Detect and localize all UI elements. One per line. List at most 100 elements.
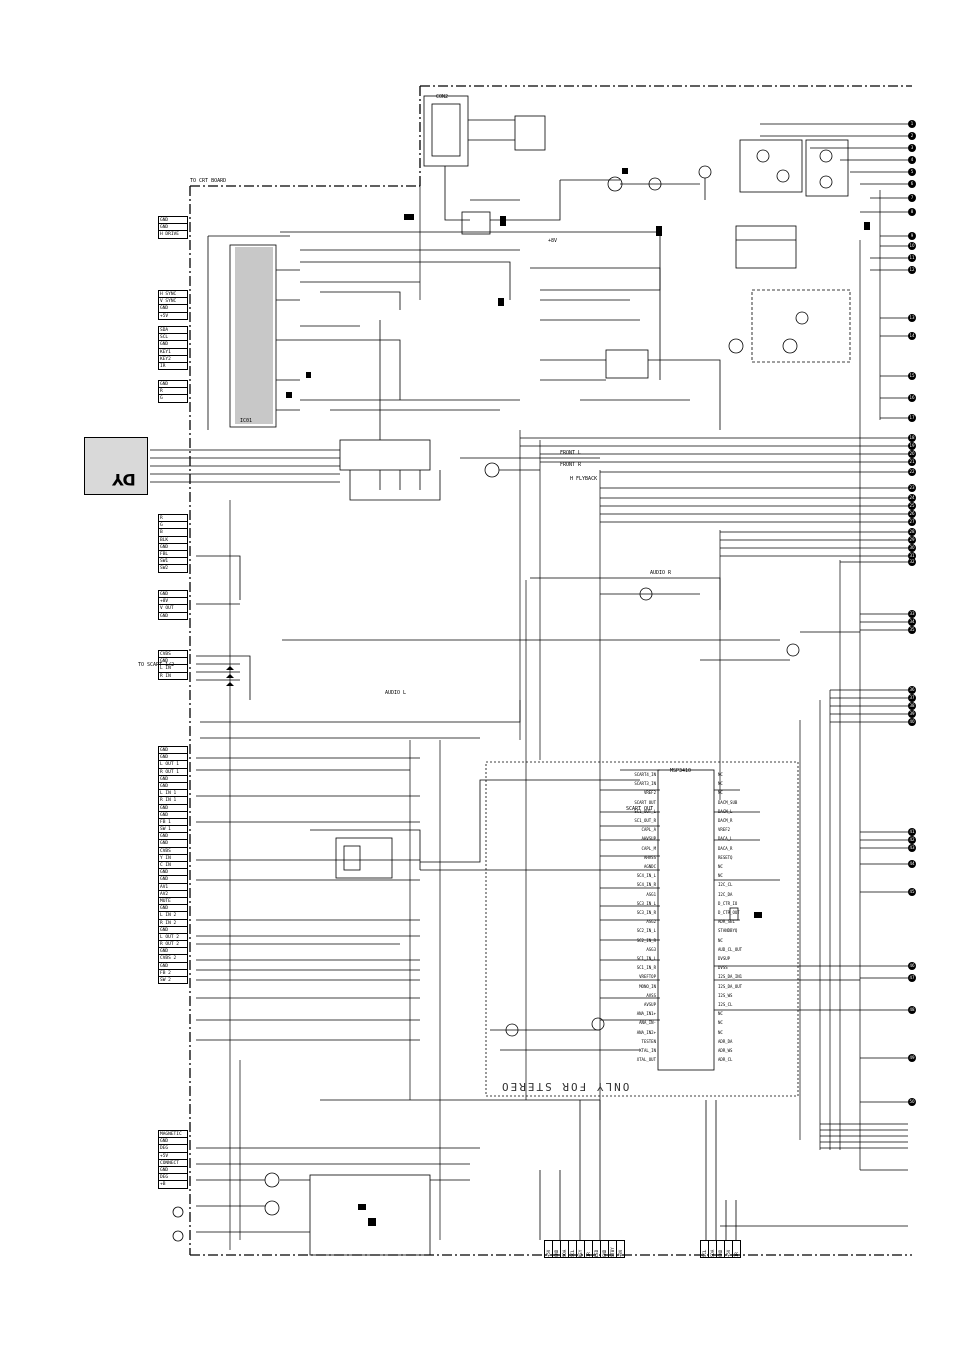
audio-l-label: AUDIO L (385, 690, 407, 696)
ic-pin-label: SCART3_IN (634, 781, 656, 787)
connector-pin-label: G (158, 395, 188, 403)
connector-pin-label: R OUT 2 (158, 941, 188, 949)
connector-pin-label: GND (158, 658, 188, 666)
connector-pin-label: GND (158, 612, 188, 620)
connector-pin-label: GND (158, 1166, 188, 1175)
right-pin: 47 (908, 974, 916, 982)
right-pin: 25 (908, 502, 916, 510)
ic-pin-label: XTAL_IN (639, 1048, 656, 1053)
right-pin: 38 (908, 702, 916, 710)
ic-pin-label: I2S_DA_OUT (718, 983, 743, 989)
right-pin: 24 (908, 494, 916, 502)
ic-pin-label: ADR_CL (718, 1057, 733, 1063)
ic-pin-label: DACM_R (718, 818, 733, 823)
ic-pin-label: DACM_SUB (718, 799, 738, 805)
ic-pin-label: DVSUP (718, 956, 731, 961)
connector-pin-label: G (158, 522, 188, 530)
ic-pin-label: SC1_IN_L (636, 956, 656, 961)
ic-pin-label: SC4_IN_L (636, 873, 656, 879)
connector-pin-label: DEG (158, 1174, 188, 1182)
connector-pin-label: GND (158, 305, 188, 313)
connector-pin-label: V SYNC (158, 298, 188, 306)
connector-pin-label: CVBS (158, 650, 188, 659)
connector-pin-label: SDA (158, 326, 188, 335)
deflection-yoke-box (84, 437, 148, 495)
ic-pin-label: SC1_IN_R (636, 965, 656, 971)
connector-pin-label: R OUT 1 (158, 768, 188, 776)
ic-pin-label: CAPL_A (641, 827, 656, 833)
ic-pin-label: ANA_IN- (639, 1020, 656, 1026)
ic-pin-label: AHVSUP (641, 836, 656, 842)
connector-pin-label: GND (158, 1138, 188, 1146)
connector-pin-label: GND (158, 840, 188, 848)
right-pin: 49 (908, 1054, 916, 1062)
ic-sound-label: MSP3410 (670, 768, 692, 774)
front-l-label: FRONT L (560, 450, 582, 456)
connector-pin-label: GND (158, 224, 188, 232)
right-pin: 16 (908, 394, 916, 402)
ic-pin-label: NC (718, 864, 723, 869)
right-pin: 37 (908, 694, 916, 702)
connector-pin-label: AV2 (158, 890, 188, 898)
right-pin: 1 (908, 120, 916, 128)
ic-pin-label: XTAL_OUT (636, 1057, 656, 1063)
connector-pin-label: +8V (616, 1240, 625, 1258)
to-scart-label: TO SCART 1/2 (138, 662, 175, 668)
connector-pin-label: L OUT 2 (158, 933, 188, 942)
right-pin: 28 (908, 528, 916, 536)
connector-pin-label: CVBS (158, 847, 188, 855)
ic-pin-label: NC (718, 1020, 723, 1026)
ic-pin-label: ANA_IN2+ (636, 1029, 656, 1035)
ic-pin-label: NC (718, 772, 723, 777)
ic-pin-label: DACA_L (718, 836, 733, 842)
connector-pin-label: GND (158, 754, 188, 762)
connector-pin-label: MUTE (158, 897, 188, 906)
ic-pin-label: ANA_IN1+ (636, 1011, 656, 1017)
ic-pin-label: VREFTOP (639, 974, 656, 980)
ic-pin-label: DVSS (718, 965, 728, 971)
ic-pin-label: I2C_DA (718, 891, 733, 897)
connector-pin-label: GND (158, 804, 188, 812)
right-pin: 45 (908, 888, 916, 896)
right-pin: 3 (908, 144, 916, 152)
ic-pin-label: ADR_SEL (718, 919, 735, 925)
connector-pin-label: MAGNETIC (158, 1130, 188, 1139)
connector-pin-label: GND (158, 926, 188, 934)
ic-pin-label: AVSS (646, 992, 656, 998)
ic-pin-label: CAPL_M (641, 845, 656, 851)
ic-pin-label: NC (718, 937, 723, 943)
ic-pin-label: NC (718, 1011, 723, 1017)
ic-pin-label: SC4_IN_R (636, 882, 656, 888)
ic-pin-label: MONO_IN (639, 983, 656, 989)
connector-pin-label: GND (158, 543, 188, 551)
right-pin: 14 (908, 332, 916, 340)
right-pin: 21 (908, 458, 916, 466)
connector-pin-label: +5V (158, 1152, 188, 1160)
right-pin: 2 (908, 132, 916, 140)
connector-pin-label: CONNECT (158, 1159, 188, 1167)
connector-pin-label: C IN (158, 862, 188, 870)
right-pin: 42 (908, 836, 916, 844)
right-pin: 15 (908, 372, 916, 380)
ic-pin-label: DACM_L (718, 808, 733, 814)
connector-pin-label: GND (158, 590, 188, 599)
right-pin: 29 (908, 536, 916, 544)
connector-pin-label: +B (158, 1181, 188, 1189)
connector-pin-label: IR (158, 362, 188, 371)
connector-pin-label: R IN (158, 672, 188, 680)
ic-pin-label: AGNDC (643, 864, 656, 869)
hflyback-label: H FLYBACK (570, 476, 598, 482)
connector-pin-label: GND (158, 811, 188, 819)
connector-pin-label: FB 1 (158, 818, 188, 827)
connector-pin-label: H DRIVE (158, 231, 188, 239)
ic-pin-label: ADR_WS (718, 1048, 733, 1053)
ic-shaded-region (235, 247, 273, 424)
ic-pin-label: SC2_IN_R (636, 937, 656, 943)
right-pin: 11 (908, 254, 916, 262)
ic-pin-label: STANDBYQ (718, 928, 738, 934)
ic-pin-label: SC1_OUT_L (634, 808, 656, 814)
right-pin: 31 (908, 552, 916, 560)
